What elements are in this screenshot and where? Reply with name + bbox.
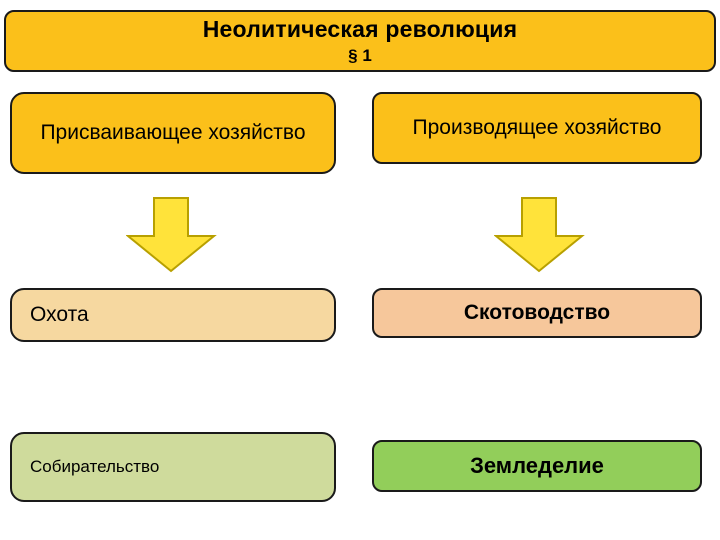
down-arrow-icon-left (125, 196, 218, 279)
item-label-hunting: Охота (30, 302, 89, 326)
category-box-producing: Производящее хозяйство (372, 92, 702, 164)
item-label-gathering: Собирательство (30, 456, 160, 476)
slide-title-box: Неолитическая революция § 1 (4, 10, 716, 72)
item-box-cattle-breeding: Скотоводство (372, 288, 702, 338)
item-label-agriculture: Земледелие (470, 453, 604, 479)
category-box-appropriating: Присваивающее хозяйство (10, 92, 336, 174)
down-arrow-icon-right (493, 196, 586, 279)
item-box-gathering: Собирательство (10, 432, 336, 502)
page-title: Неолитическая революция (202, 16, 518, 43)
category-label-left: Присваивающее хозяйство (40, 120, 306, 144)
page-subtitle: § 1 (348, 45, 372, 65)
item-label-cattle-breeding: Скотоводство (463, 300, 611, 324)
item-box-hunting: Охота (10, 288, 336, 342)
category-label-right: Производящее хозяйство (412, 115, 662, 139)
item-box-agriculture: Земледелие (372, 440, 702, 492)
